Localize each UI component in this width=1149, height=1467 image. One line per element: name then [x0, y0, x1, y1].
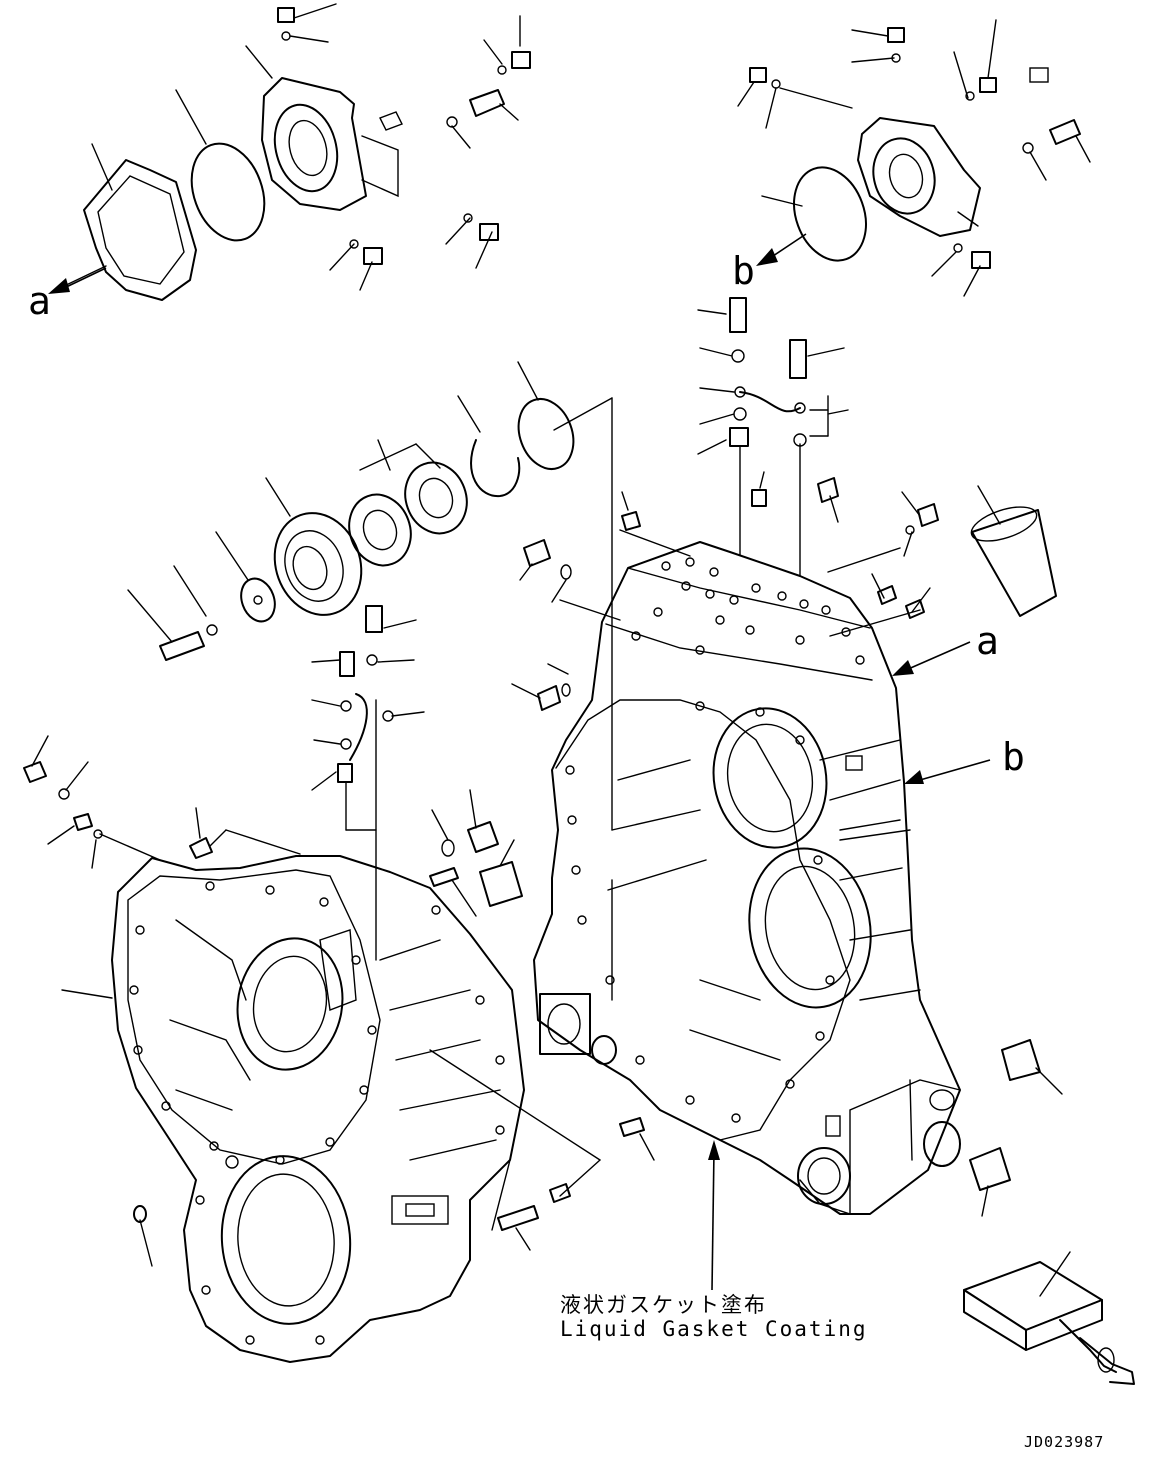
- main-case-outline: [533, 541, 961, 1215]
- o-ring-left: [190, 142, 266, 242]
- thrust-washer: [240, 577, 276, 623]
- circlip: [470, 439, 521, 498]
- dowel-sleeve: [971, 509, 1057, 617]
- ref-label-a-right: a: [976, 619, 999, 663]
- spur-gear: [273, 512, 363, 616]
- ref-label-b-top: b: [732, 249, 755, 293]
- note-japanese: 液状ガスケット塗布: [560, 1293, 767, 1317]
- installation-tool: [963, 1251, 1135, 1385]
- ball-bearing-2: [348, 493, 412, 567]
- left-upper-bore: [236, 937, 344, 1071]
- lower-bore: [748, 847, 872, 1009]
- plug-2: [479, 861, 523, 907]
- left-case-outline: [111, 855, 525, 1363]
- ball-bearing-1: [404, 461, 468, 535]
- left-cover-leaders: [59, 3, 521, 291]
- gasket-plate-left-inner: [97, 175, 185, 285]
- right-cover-leaders: [737, 19, 1091, 297]
- reference-arrows: [48, 233, 991, 1291]
- o-ring-right: [793, 166, 867, 262]
- bearing-cover-right: [857, 117, 981, 237]
- left-case-flange: [127, 869, 381, 1165]
- oil-pipe-left: [311, 605, 425, 791]
- bearing-stack: [127, 361, 575, 661]
- loose-hardware: [23, 397, 1063, 1267]
- ref-label-a-left: a: [28, 279, 51, 323]
- bolt-top: [277, 7, 295, 23]
- plug-1: [467, 821, 499, 853]
- snap-ring: [517, 398, 575, 470]
- right-cover-assembly: [737, 19, 1091, 297]
- transmission-case-left: [111, 855, 525, 1363]
- left-cover-assembly: [59, 3, 531, 301]
- ref-label-b-right: b: [1002, 735, 1025, 779]
- gasket-plate-left: [83, 159, 197, 301]
- note-english: Liquid Gasket Coating: [560, 1317, 868, 1341]
- bearing-cover-left: [261, 77, 367, 211]
- transmission-case-main: [533, 541, 961, 1215]
- hex-bolt: [159, 631, 205, 661]
- drawing-code: JD023987: [1024, 1433, 1104, 1451]
